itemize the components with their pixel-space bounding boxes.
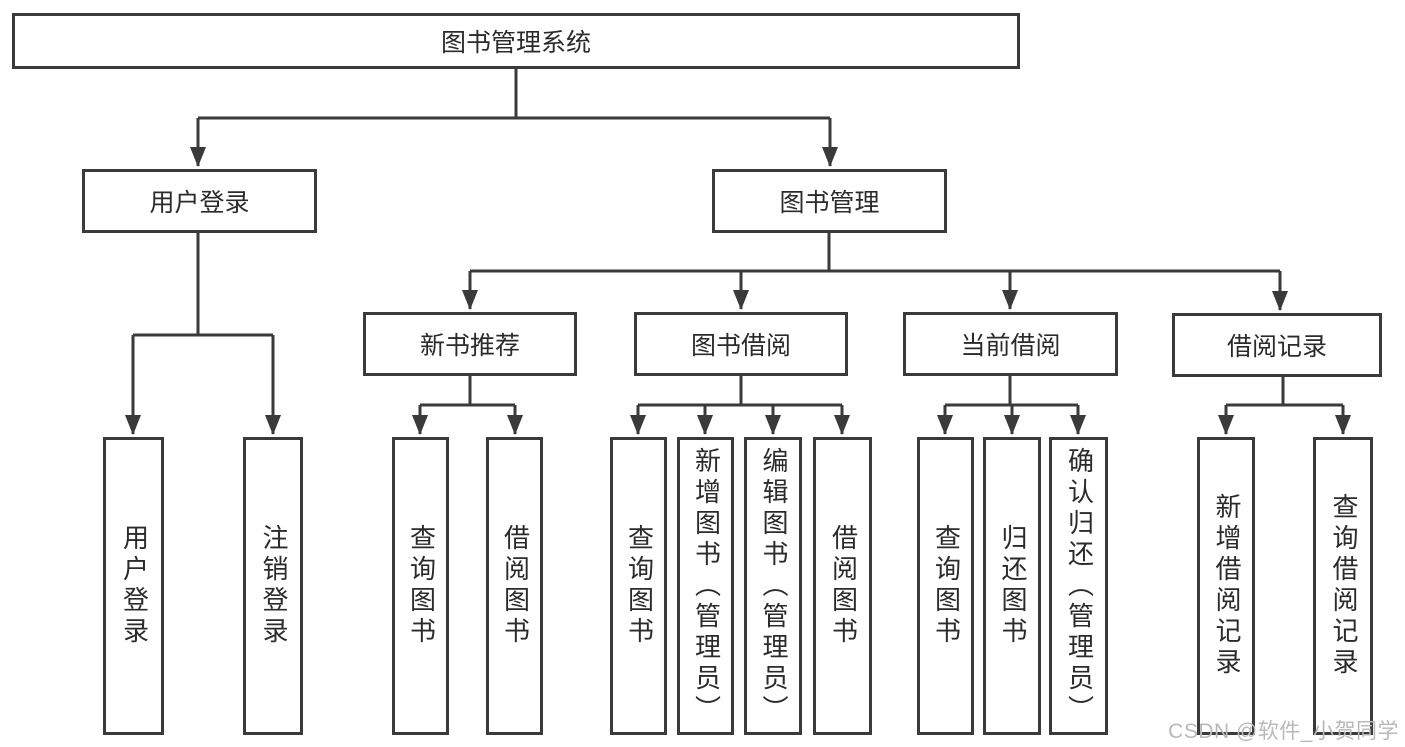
node-current-borrow-label: 当前借阅 (960, 332, 1061, 360)
node-user-login: 用户登录 (82, 169, 317, 233)
leaf-record-add-borrow-record-label: 新增借阅记录 (1211, 493, 1242, 679)
leaf-borrow-borrow-books: 借阅图书 (813, 437, 872, 735)
tree-connector-lines (133, 68, 1343, 407)
leaf-logout: 注销登录 (243, 437, 303, 735)
leaf-record-query-borrow-record: 查询借阅记录 (1313, 437, 1373, 735)
leaf-newrec-borrow-books: 借阅图书 (486, 437, 543, 735)
node-book-management-label: 图书管理 (779, 189, 880, 217)
leaf-current-query-books-label: 查询图书 (931, 524, 962, 648)
leaf-user-login: 用户登录 (103, 437, 164, 735)
leaf-current-confirm-return-admin-label: 确认归还（管理员） (1064, 446, 1095, 726)
leaf-record-add-borrow-record: 新增借阅记录 (1197, 437, 1255, 735)
leaf-borrow-edit-books-admin-label: 编辑图书（管理员） (758, 446, 789, 726)
leaf-newrec-borrow-books-label: 借阅图书 (500, 524, 531, 648)
node-user-login-label: 用户登录 (149, 189, 250, 217)
node-root: 图书管理系统 (12, 13, 1020, 69)
leaf-user-login-label: 用户登录 (119, 524, 150, 648)
leaf-logout-label: 注销登录 (258, 524, 289, 648)
csdn-watermark: CSDN @软件_小贺同学 (1168, 720, 1399, 743)
leaf-newrec-query-books-label: 查询图书 (406, 524, 437, 648)
node-book-management: 图书管理 (712, 169, 947, 233)
node-current-borrow: 当前借阅 (903, 312, 1118, 376)
leaf-record-query-borrow-record-label: 查询借阅记录 (1328, 493, 1359, 679)
node-new-book-recommend-label: 新书推荐 (419, 332, 520, 360)
node-new-book-recommend: 新书推荐 (363, 312, 577, 376)
leaf-current-return-books: 归还图书 (983, 437, 1041, 735)
node-borrow-record: 借阅记录 (1172, 313, 1382, 377)
leaf-borrow-query-books: 查询图书 (610, 437, 667, 735)
leaf-borrow-query-books-label: 查询图书 (624, 524, 655, 648)
leaf-newrec-query-books: 查询图书 (392, 437, 449, 735)
leaf-current-confirm-return-admin: 确认归还（管理员） (1049, 437, 1108, 735)
leaf-borrow-edit-books-admin: 编辑图书（管理员） (744, 437, 802, 735)
leaf-current-return-books-label: 归还图书 (997, 524, 1028, 648)
leaf-borrow-add-books-admin: 新增图书（管理员） (677, 437, 734, 735)
tree-connector-arrows (125, 118, 1351, 435)
leaf-current-query-books: 查询图书 (917, 437, 974, 735)
node-root-label: 图书管理系统 (440, 29, 591, 57)
node-book-borrow: 图书借阅 (634, 312, 848, 376)
node-borrow-record-label: 借阅记录 (1226, 333, 1327, 361)
leaf-borrow-borrow-books-label: 借阅图书 (828, 524, 859, 648)
node-book-borrow-label: 图书借阅 (690, 332, 791, 360)
leaf-borrow-add-books-admin-label: 新增图书（管理员） (691, 446, 722, 726)
